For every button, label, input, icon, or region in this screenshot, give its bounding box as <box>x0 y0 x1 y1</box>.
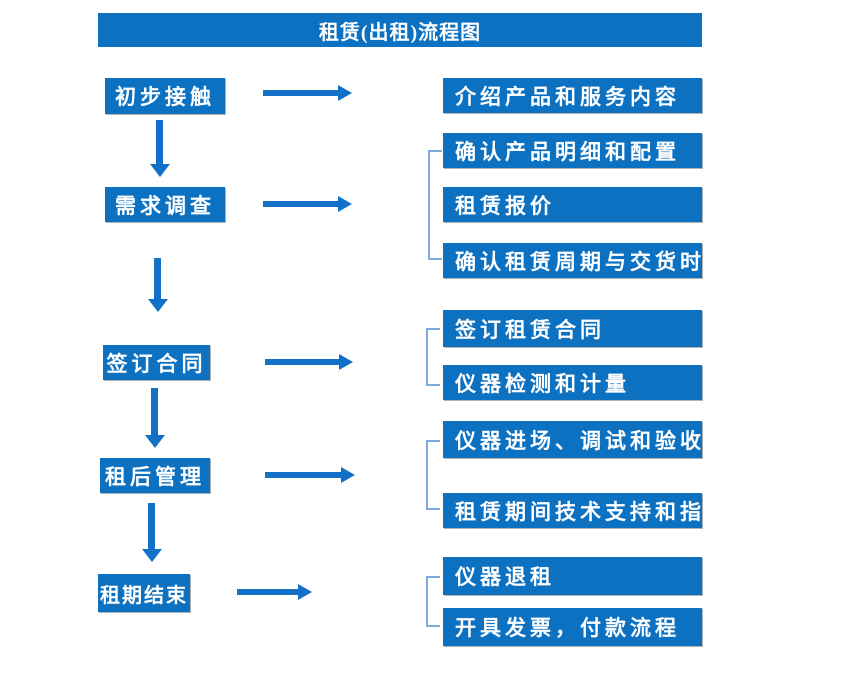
group-bracket-2 <box>426 328 440 386</box>
arrow-head-icon <box>339 354 353 370</box>
detail-instrument-setup: 仪器进场、调试和验收 <box>443 421 702 458</box>
arrow-shaft <box>263 201 339 207</box>
stage-lease-end: 租期结束 <box>98 574 190 612</box>
down-arrow-4 <box>142 503 162 562</box>
arrow-head-icon <box>338 196 352 212</box>
arrow-shaft <box>151 388 158 436</box>
arrow-head-icon <box>145 435 165 448</box>
right-arrow-5 <box>237 584 312 600</box>
stage-initial-contact: 初步接触 <box>105 78 225 114</box>
right-arrow-2 <box>263 196 352 212</box>
arrow-head-icon <box>142 549 162 562</box>
detail-instrument-return: 仪器退租 <box>443 557 702 595</box>
stage-sign-contract: 签订合同 <box>103 345 210 380</box>
detail-introduce-products: 介绍产品和服务内容 <box>443 78 702 113</box>
flowchart-title: 租赁(出租)流程图 <box>98 13 702 47</box>
arrow-head-icon <box>150 164 170 177</box>
arrow-shaft <box>263 90 339 96</box>
detail-technical-support: 租赁期间技术支持和指导 <box>443 493 726 528</box>
arrow-head-icon <box>338 85 352 101</box>
detail-confirm-product-config: 确认产品明细和配置 <box>443 133 702 168</box>
arrow-shaft <box>265 359 340 365</box>
group-bracket-4 <box>426 576 440 627</box>
right-arrow-1 <box>263 85 352 101</box>
group-bracket-3 <box>426 440 440 510</box>
down-arrow-3 <box>145 388 165 448</box>
arrow-head-icon <box>298 584 312 600</box>
arrow-shaft <box>156 120 163 165</box>
arrow-head-icon <box>148 299 168 312</box>
arrow-head-icon <box>341 467 355 483</box>
arrow-shaft <box>265 472 342 478</box>
group-bracket-1 <box>428 150 442 260</box>
down-arrow-1 <box>150 120 170 177</box>
detail-instrument-testing: 仪器检测和计量 <box>443 365 702 400</box>
stage-demand-survey: 需求调查 <box>105 187 225 222</box>
detail-rental-quote: 租赁报价 <box>443 187 702 222</box>
detail-confirm-rental-period: 确认租赁周期与交货时间 <box>443 243 726 278</box>
arrow-shaft <box>148 503 155 550</box>
down-arrow-2 <box>148 258 168 312</box>
arrow-shaft <box>237 589 299 595</box>
detail-sign-rental-contract: 签订租赁合同 <box>443 310 702 347</box>
stage-post-rental-management: 租后管理 <box>100 458 210 493</box>
arrow-shaft <box>154 258 161 300</box>
detail-invoice-payment: 开具发票，付款流程 <box>443 608 702 646</box>
right-arrow-4 <box>265 467 355 483</box>
right-arrow-3 <box>265 354 353 370</box>
